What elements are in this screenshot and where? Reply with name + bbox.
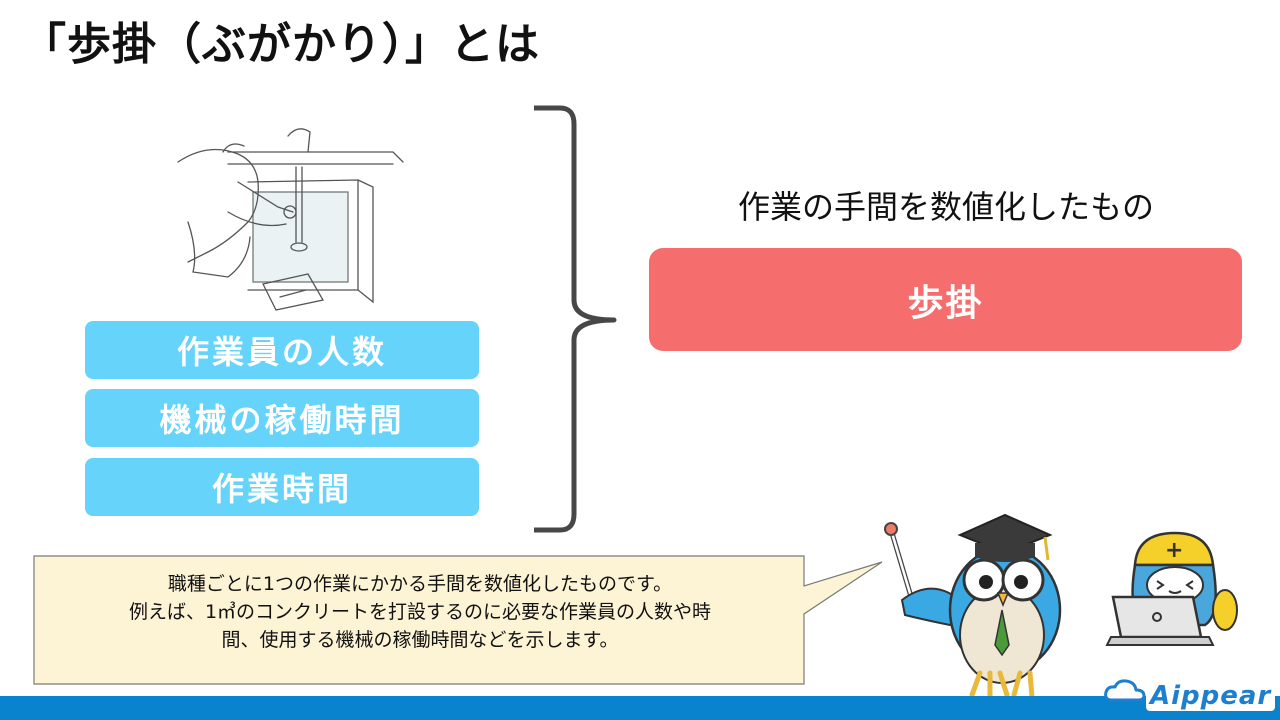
- explanation-line: 間、使用する機械の稼働時間などを示します。: [221, 629, 619, 651]
- explanation-line: 例えば、1㎥のコンクリートを打設するのに必要な作業員の人数や時: [128, 601, 712, 623]
- page-title: 「歩掛（ぶがかり）」とは: [22, 19, 540, 70]
- footer-bar: [0, 696, 1280, 720]
- worker-illustration: [177, 128, 404, 311]
- speech-bubble: [33, 555, 883, 685]
- definition-text: 作業の手間を数値化したもの: [737, 188, 1154, 226]
- svg-text:+: +: [1165, 538, 1183, 563]
- result-box-bugakari: 歩掛: [649, 248, 1242, 351]
- cloud-logo-icon: [1104, 679, 1146, 702]
- robot-laptop-mascot: +: [1105, 531, 1238, 646]
- factor-machine-time: 機械の稼働時間: [85, 389, 479, 447]
- owl-professor-mascot: [884, 513, 1062, 700]
- factor-workers: 作業員の人数: [85, 321, 479, 379]
- explanation-line: 職種ごとに1つの作業にかかる手間を数値化したものです。: [167, 573, 673, 595]
- explanation-text: 職種ごとに1つの作業にかかる手間を数値化したものです。 例えば、1㎥のコンクリー…: [36, 570, 804, 654]
- brand-logo-text: Aippear: [1146, 681, 1276, 711]
- factor-work-time: 作業時間: [85, 458, 479, 516]
- grouping-brace: [534, 105, 617, 533]
